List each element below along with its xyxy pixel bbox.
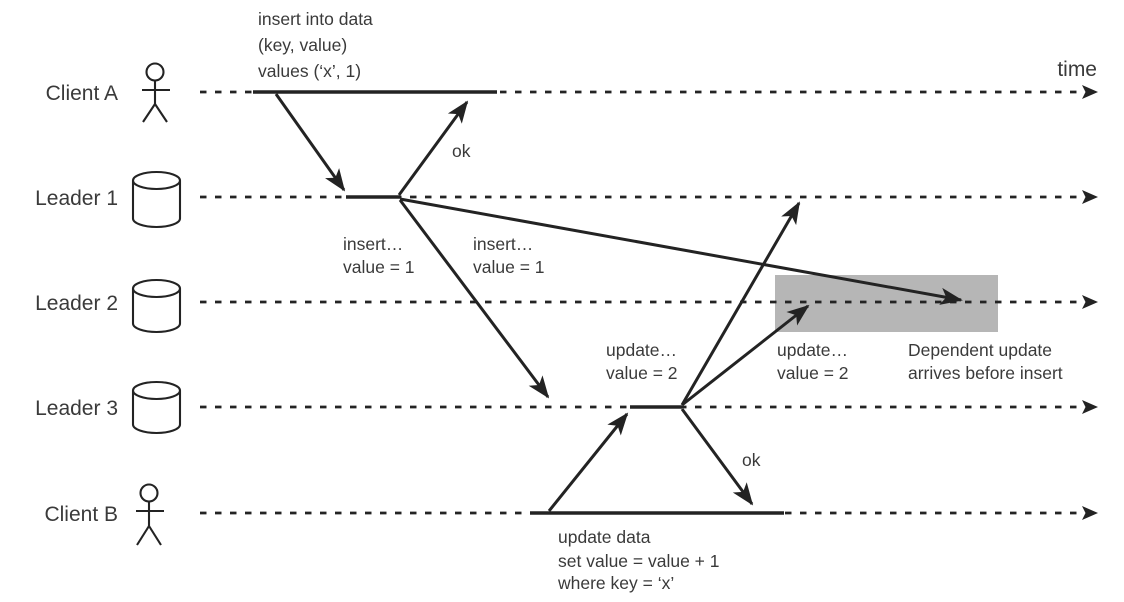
arrow-replicate-insert-leader1-to-leader3 bbox=[398, 199, 550, 399]
lane-leader-2: Leader 2 bbox=[35, 278, 1098, 334]
lane-client-b: Client B bbox=[44, 483, 1098, 546]
insert-to-leader3-label: insert… value = 1 bbox=[343, 234, 415, 277]
database-icon bbox=[131, 278, 182, 334]
arrow-update-clientb-to-leader3 bbox=[547, 412, 629, 512]
update-to-leader1-label: update… value = 2 bbox=[606, 340, 678, 383]
person-icon bbox=[142, 62, 170, 123]
arrow-ok-leader1-to-clienta bbox=[397, 100, 469, 196]
arrow-replicate-insert-leader1-to-leader2 bbox=[399, 197, 963, 305]
timeline-arrowhead bbox=[1082, 85, 1098, 99]
update-statement-note: update data set value = value + 1 where … bbox=[557, 527, 720, 593]
note-line: (key, value) bbox=[258, 35, 347, 55]
note-line: Dependent update bbox=[908, 340, 1052, 360]
note-line: value = 2 bbox=[777, 363, 849, 383]
update-to-leader2-label: update… value = 2 bbox=[777, 340, 849, 383]
note-line: update… bbox=[777, 340, 848, 360]
lane-label-leader-3: Leader 3 bbox=[35, 397, 118, 420]
dependent-update-note: Dependent update arrives before insert bbox=[908, 340, 1063, 383]
note-line: insert into data bbox=[258, 9, 373, 29]
time-label: time bbox=[1057, 58, 1097, 81]
database-icon bbox=[131, 380, 182, 435]
dependent-update-highlight bbox=[775, 275, 998, 332]
note-line: value = 1 bbox=[343, 257, 415, 277]
lane-label-client-a: Client A bbox=[46, 82, 118, 105]
update-ok-label: ok bbox=[742, 450, 761, 470]
note-line: insert… bbox=[343, 234, 403, 254]
arrow-insert-clienta-to-leader1 bbox=[274, 93, 346, 192]
arrow-ok-leader3-to-clientb bbox=[680, 408, 754, 506]
note-line: values (‘x’, 1) bbox=[258, 61, 361, 81]
note-line: set value = value + 1 bbox=[558, 551, 720, 571]
database-icon bbox=[131, 170, 182, 229]
insert-statement-note: insert into data (key, value) values (‘x… bbox=[258, 9, 373, 81]
lane-label-leader-2: Leader 2 bbox=[35, 292, 118, 315]
note-line: value = 2 bbox=[606, 363, 678, 383]
arrow-replicate-update-leader3-to-leader1 bbox=[680, 201, 801, 406]
note-line: arrives before insert bbox=[908, 363, 1063, 383]
note-line: update… bbox=[606, 340, 677, 360]
note-line: update data bbox=[558, 527, 651, 547]
lane-leader-1: Leader 1 bbox=[35, 170, 1098, 229]
lane-label-leader-1: Leader 1 bbox=[35, 187, 118, 210]
lane-client-a: Client A bbox=[46, 62, 1098, 123]
timeline-arrowhead bbox=[1082, 190, 1098, 204]
lane-leader-3: Leader 3 bbox=[35, 380, 1098, 435]
lane-label-client-b: Client B bbox=[44, 503, 118, 526]
timeline-arrowhead bbox=[1082, 295, 1098, 309]
arrow-replicate-update-leader3-to-leader2 bbox=[681, 304, 810, 407]
insert-to-leader2-label: insert… value = 1 bbox=[473, 234, 545, 277]
timeline-arrowhead bbox=[1082, 400, 1098, 414]
person-icon bbox=[136, 483, 164, 546]
note-line: value = 1 bbox=[473, 257, 545, 277]
timeline-arrowhead bbox=[1082, 506, 1098, 520]
insert-ok-label: ok bbox=[452, 141, 471, 161]
note-line: insert… bbox=[473, 234, 533, 254]
note-line: where key = ‘x’ bbox=[557, 573, 674, 593]
